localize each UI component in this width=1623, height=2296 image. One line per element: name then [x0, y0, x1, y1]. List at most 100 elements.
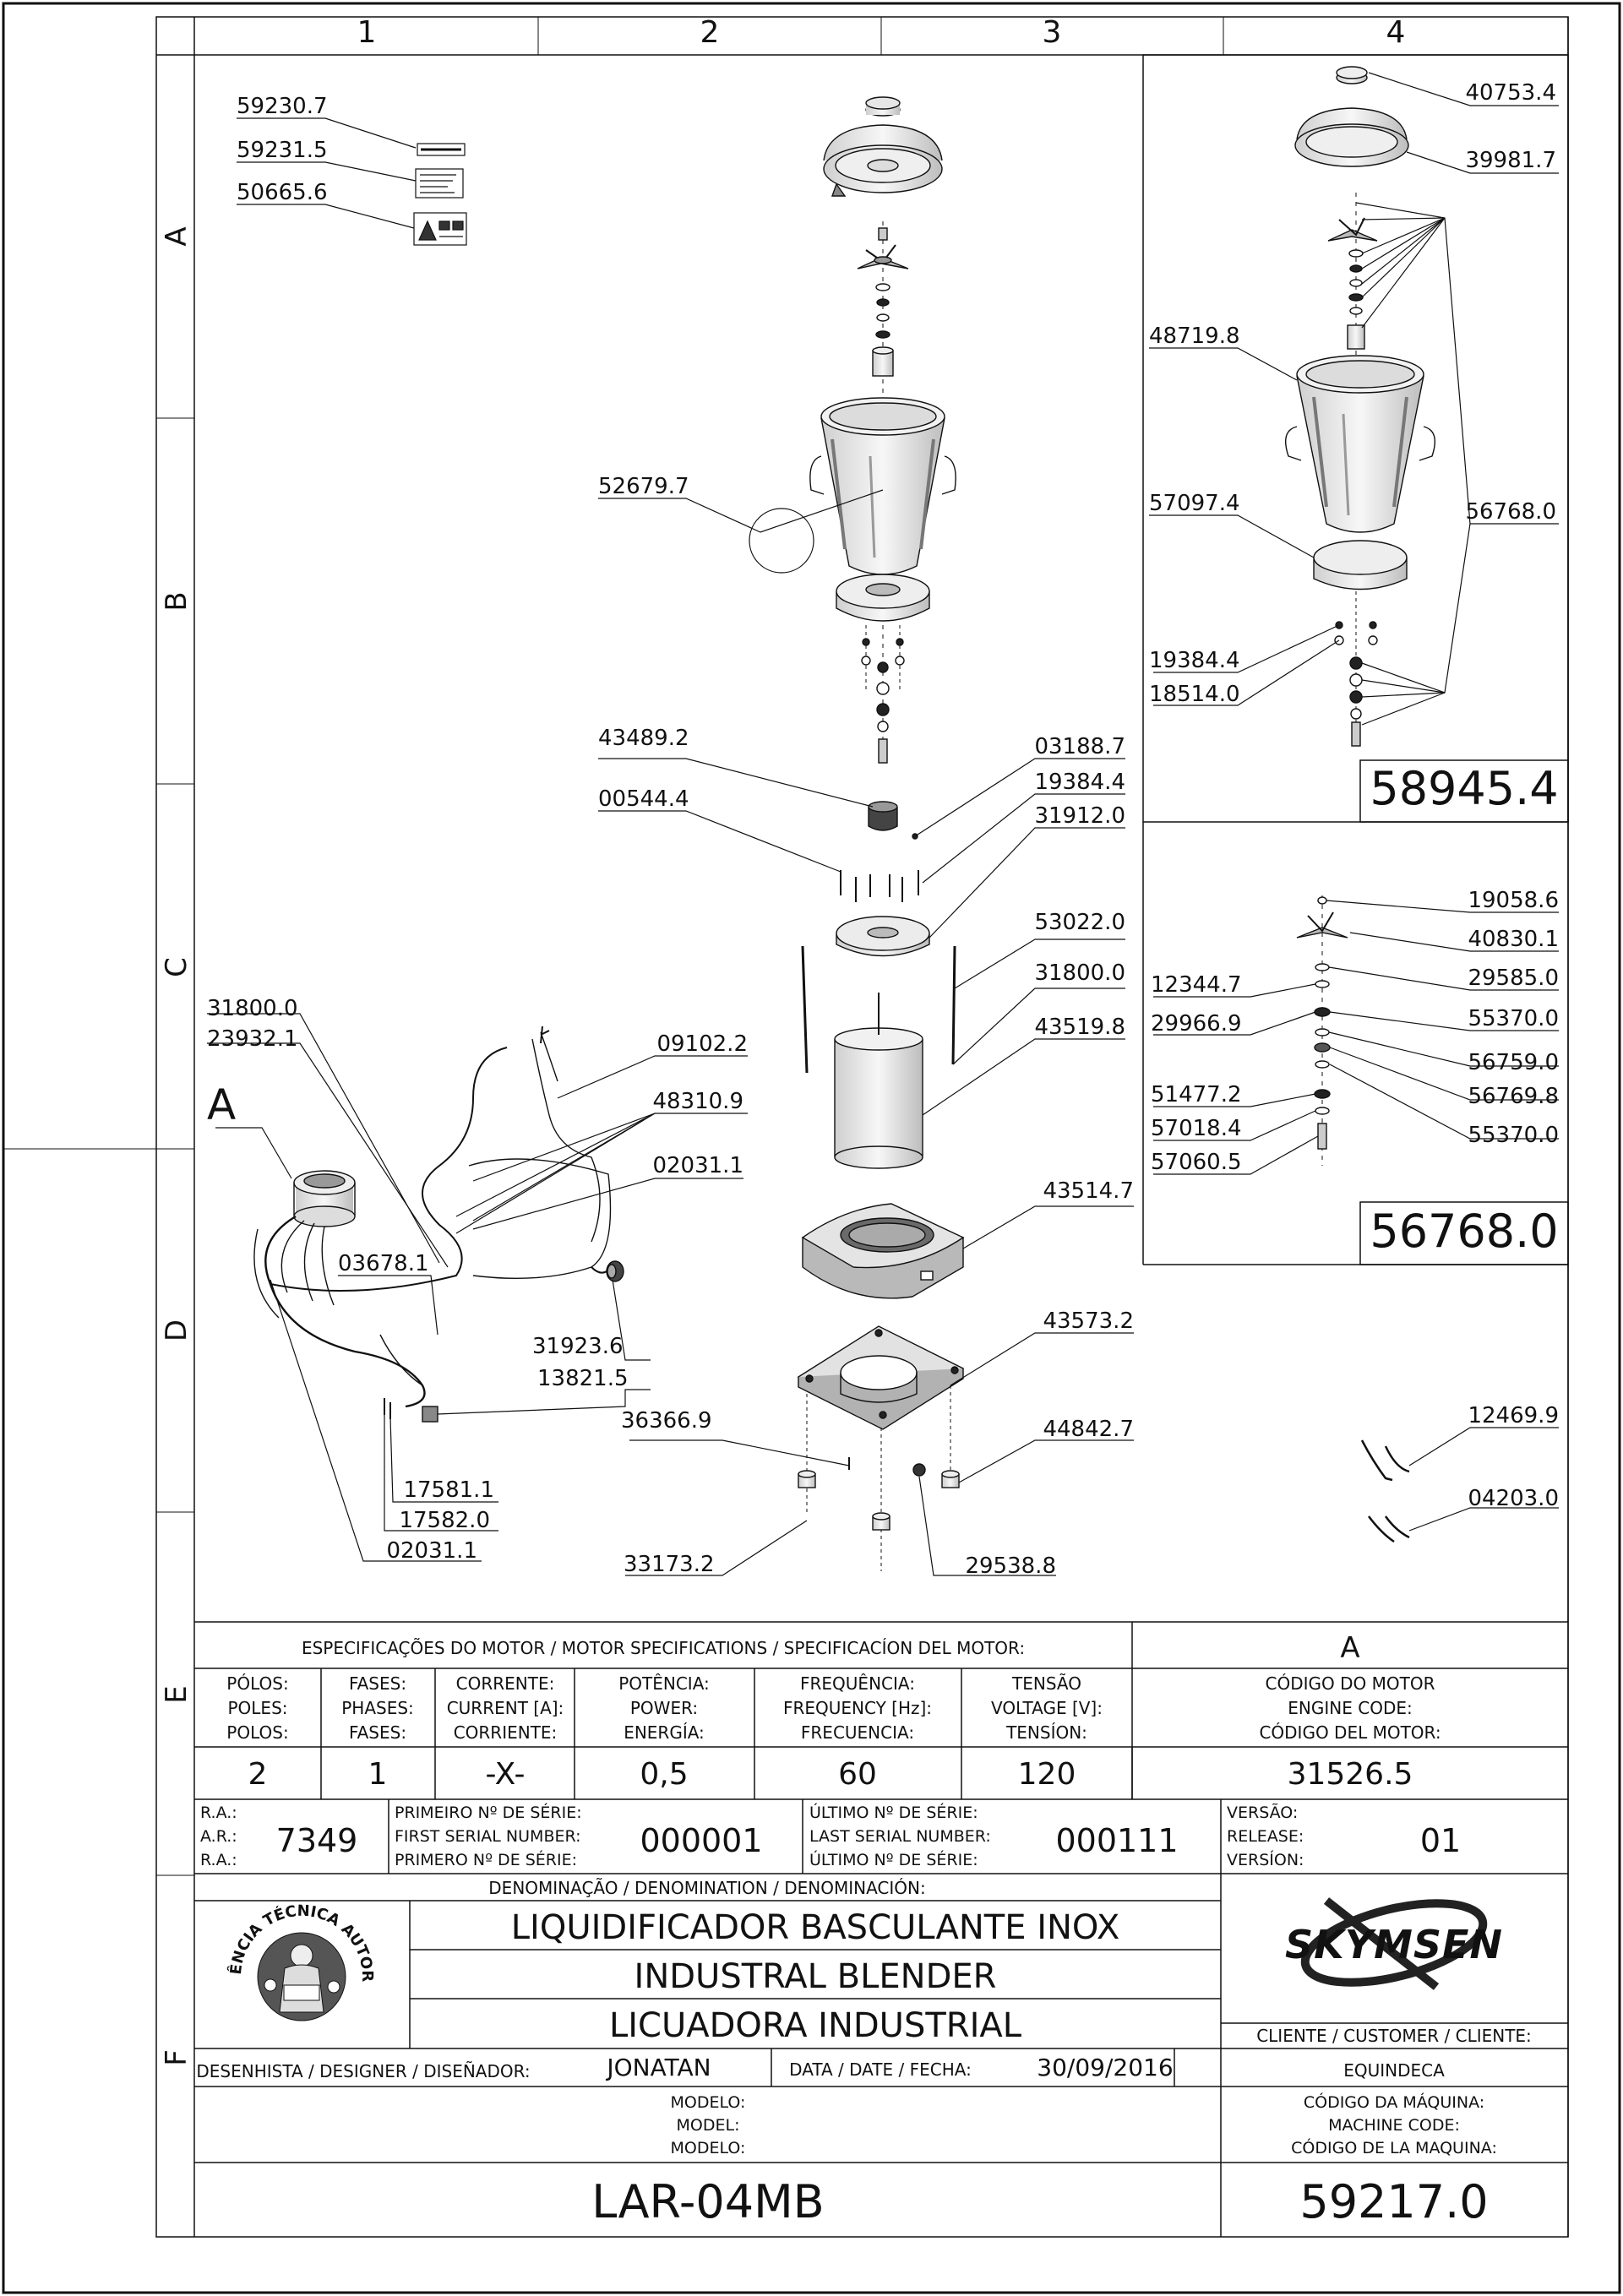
version-label: VERSÍON:	[1227, 1850, 1304, 1869]
seal-text: ASSISTÊNCIA TÉCNICA AUTORIZADA	[0, 0, 376, 1982]
part-label: 13821.5	[537, 1366, 629, 1391]
spec-header: CURRENT [A]:	[447, 1698, 564, 1718]
blade-assembly-detail	[1296, 895, 1348, 1166]
spec-header: POLES:	[227, 1698, 287, 1718]
spec-header: FREQUENCY [Hz]:	[783, 1698, 932, 1718]
row-label-f: F	[160, 2049, 193, 2066]
part-label: 02031.1	[386, 1538, 477, 1564]
model-value: LAR-04MB	[591, 2175, 824, 2228]
model-label: MODELO:	[671, 2093, 746, 2112]
machine-code-value: 59217.0	[1299, 2175, 1488, 2228]
row-label-c: C	[160, 957, 193, 977]
version-label: RELEASE:	[1227, 1827, 1304, 1846]
spec-value-engine-code: 31526.5	[1288, 1757, 1413, 1792]
spec-header: ENERGÍA:	[624, 1722, 705, 1743]
client-value: EQUINDECA	[1343, 2060, 1445, 2081]
part-label: 57018.4	[1151, 1116, 1242, 1141]
part-label: 31800.0	[207, 996, 298, 1021]
coupling	[868, 801, 918, 840]
part-label: 02031.1	[652, 1153, 743, 1178]
rubber-feet	[798, 1385, 960, 1571]
spec-header: POTÊNCIA:	[618, 1673, 710, 1694]
model-label: MODELO:	[671, 2139, 746, 2157]
title-block-text: DENOMINAÇÃO / DENOMINATION / DENOMINACIÓ…	[196, 1878, 1531, 2228]
spec-value-voltage: 120	[1018, 1757, 1076, 1792]
part-label: 33173.2	[624, 1552, 715, 1577]
spec-header: FREQUÊNCIA:	[800, 1673, 915, 1694]
row-label-a: A	[160, 226, 193, 246]
part-label: 40830.1	[1468, 927, 1559, 952]
part-label: 44842.7	[1043, 1417, 1134, 1442]
machine-code-label: CÓDIGO DA MÁQUINA:	[1304, 2092, 1484, 2112]
part-label: 19384.4	[1034, 770, 1125, 795]
part-label: 53022.0	[1034, 910, 1125, 935]
jar-body	[809, 397, 956, 575]
part-label: 31912.0	[1034, 803, 1125, 829]
brand-wordmark: SKYMSEN	[1285, 1922, 1503, 1967]
last-serial-label: LAST SERIAL NUMBER:	[809, 1827, 991, 1846]
ra-label: R.A.:	[200, 1851, 237, 1869]
part-label: 59231.5	[237, 138, 328, 163]
blade-stack	[857, 221, 909, 397]
authorized-service-seal: ASSISTÊNCIA TÉCNICA AUTORIZADA	[0, 0, 376, 2021]
spec-header: ENGINE CODE:	[1288, 1698, 1412, 1718]
ra-label: R.A.:	[200, 1804, 237, 1822]
part-label: 29585.0	[1468, 966, 1559, 991]
part-label: 48310.9	[652, 1089, 743, 1114]
part-label: 52679.7	[598, 474, 689, 499]
part-label: 12469.9	[1468, 1403, 1559, 1428]
motor-detail-a	[293, 1170, 356, 1227]
spec-header: FASES:	[349, 1673, 406, 1694]
machine-code-label: CÓDIGO DE LA MAQUINA:	[1291, 2137, 1497, 2157]
spec-header: POWER:	[630, 1698, 698, 1718]
date-value: 30/09/2016	[1037, 2054, 1173, 2081]
main-exploded-view	[797, 96, 965, 1571]
part-number-labels: 59230.7 59231.5 50665.6 52679.7 43489.2 …	[207, 80, 1559, 1579]
part-label: 03678.1	[338, 1251, 429, 1276]
jar-lid	[823, 124, 943, 197]
first-serial-value: 000001	[640, 1822, 762, 1859]
part-label: 17581.1	[403, 1477, 494, 1503]
grid-row-labels: A B C D E F	[160, 226, 193, 2065]
detail-a-letter: A	[207, 1080, 236, 1129]
part-label: 43489.2	[598, 726, 689, 751]
title-block-lines	[194, 1874, 1568, 2237]
spec-value-frequency: 60	[838, 1757, 877, 1792]
motor-top-plate	[836, 916, 930, 957]
spec-value-poles: 2	[248, 1757, 268, 1792]
part-label: 51477.2	[1151, 1082, 1242, 1107]
part-label: 43514.7	[1043, 1178, 1134, 1204]
spec-header: FASES:	[349, 1722, 406, 1743]
spec-header: VOLTAGE [V]:	[991, 1698, 1103, 1718]
part-label: 40753.4	[1465, 80, 1556, 106]
label-stickers	[413, 143, 467, 246]
machine-code-label: MACHINE CODE:	[1328, 2116, 1460, 2135]
spec-value-current: -X-	[485, 1757, 525, 1792]
serial-row-text: R.A.: A.R.: R.A.: 7349 PRIMEIRO Nº DE SÉ…	[200, 1802, 1461, 1869]
column-label-2: 2	[700, 15, 720, 50]
spec-header: PHASES:	[341, 1698, 414, 1718]
part-label: 57097.4	[1149, 491, 1240, 516]
spec-table-title: ESPECIFICAÇÕES DO MOTOR / MOTOR SPECIFIC…	[302, 1638, 1025, 1658]
spare-clips	[1360, 1439, 1410, 1543]
part-label: 43573.2	[1043, 1309, 1134, 1334]
svg-text:ASSISTÊNCIA TÉCNICA AUTORIZADA: ASSISTÊNCIA TÉCNICA AUTORIZADA	[0, 0, 376, 1982]
wiring-harness	[253, 1026, 624, 1423]
spec-header: CÓDIGO DEL MOTOR:	[1259, 1722, 1441, 1743]
sticker-info	[415, 168, 464, 199]
part-label: 56768.0	[1465, 499, 1556, 525]
spec-header: CORRENTE:	[456, 1673, 555, 1694]
product-name-en: INDUSTRAL BLENDER	[634, 1957, 997, 1996]
part-label: 18514.0	[1149, 682, 1240, 707]
product-name-pt: LIQUIDIFICADOR BASCULANTE INOX	[511, 1908, 1120, 1947]
spec-value-phases: 1	[368, 1757, 388, 1792]
column-label-3: 3	[1043, 15, 1062, 50]
serial-row-lines	[194, 1799, 1568, 1874]
base-cover	[801, 1203, 965, 1299]
part-label: 31923.6	[532, 1334, 624, 1359]
client-label: CLIENTE / CUSTOMER / CLIENTE:	[1256, 2026, 1532, 2046]
part-label: 36366.9	[621, 1408, 712, 1434]
part-label: 48719.8	[1149, 324, 1240, 349]
motor-top-screws	[840, 870, 919, 902]
part-label: 29538.8	[965, 1553, 1056, 1579]
